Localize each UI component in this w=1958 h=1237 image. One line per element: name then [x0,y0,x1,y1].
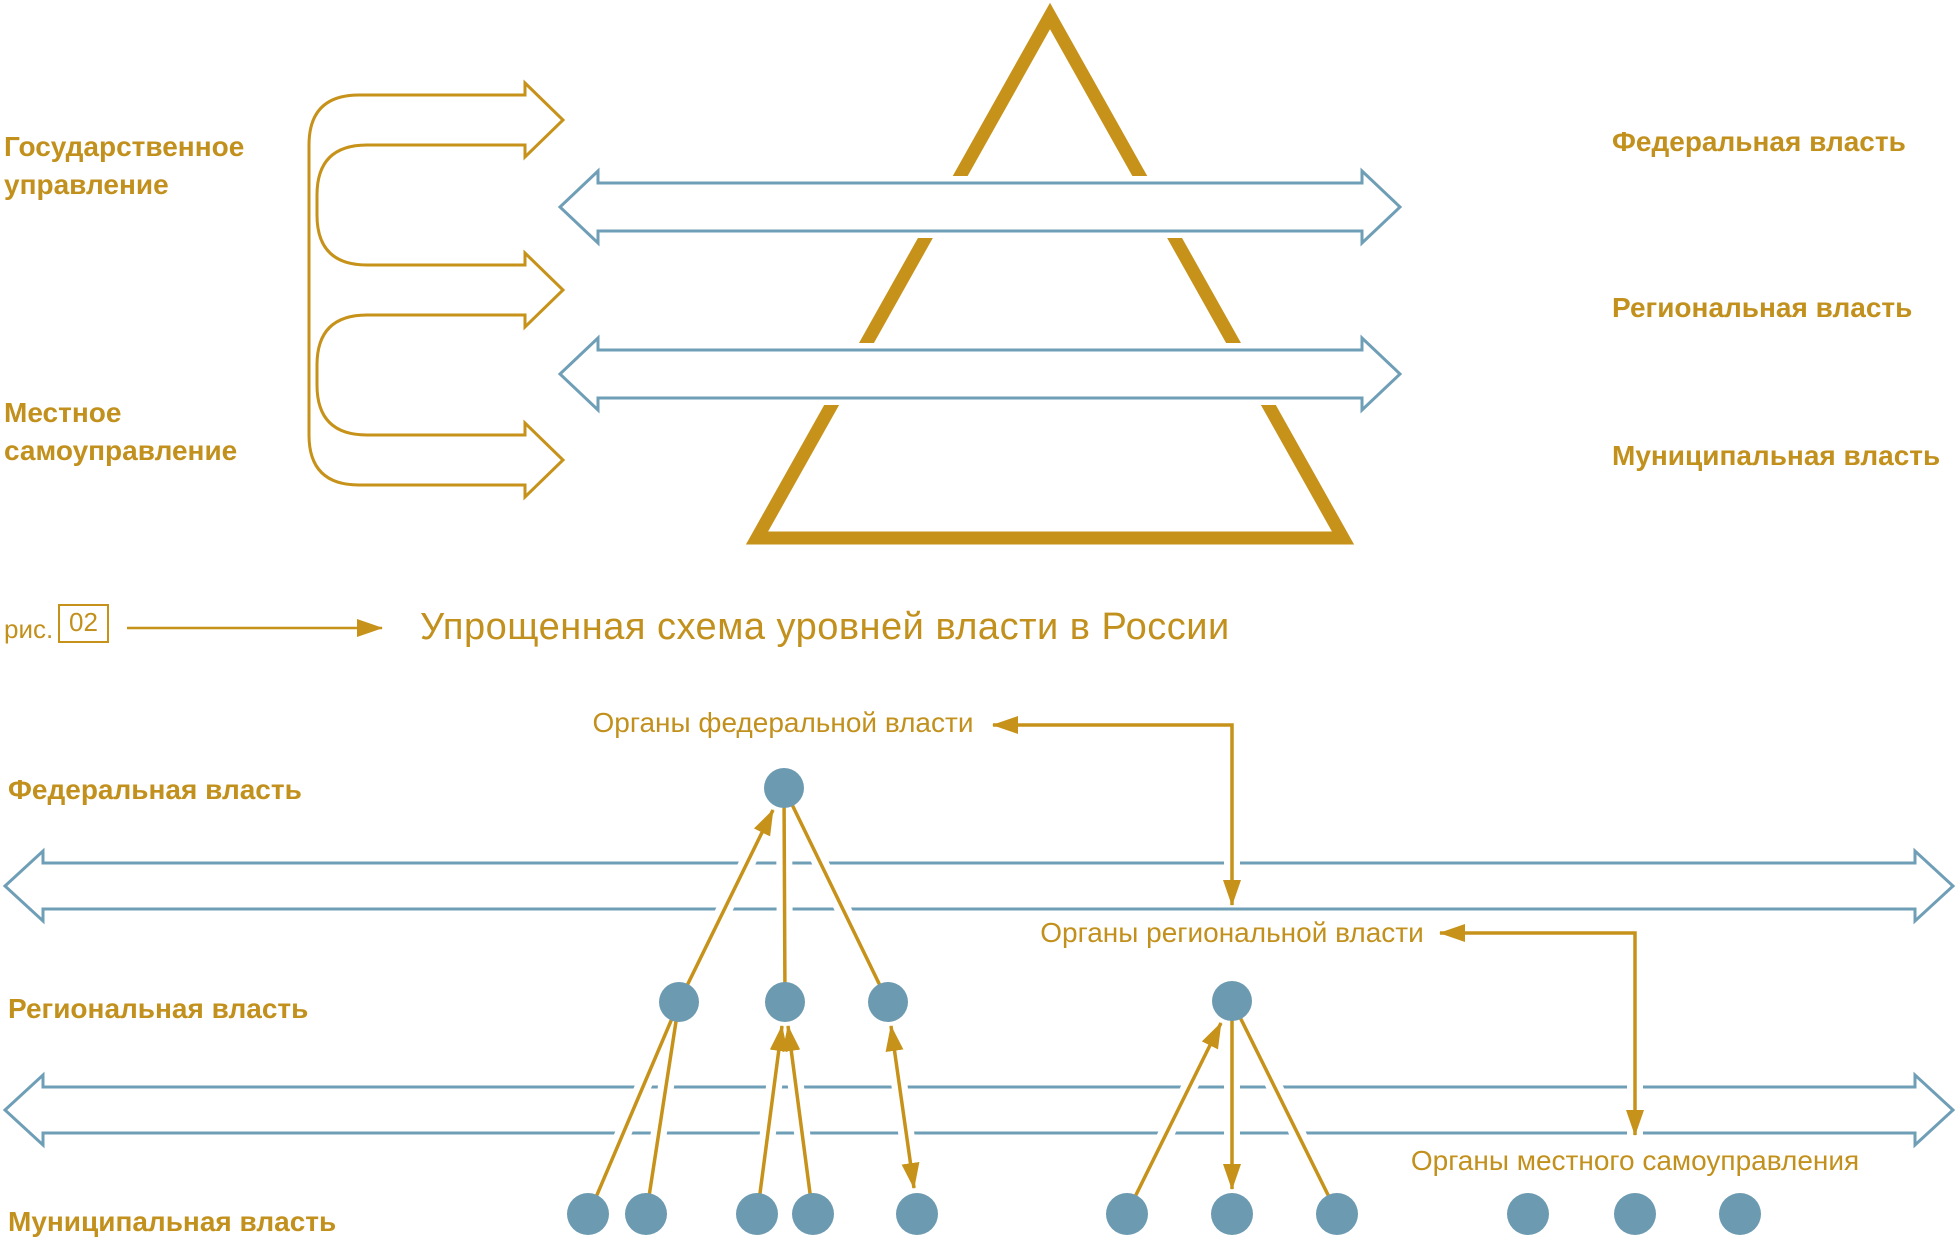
label-local-self-government-line2: самоуправление [4,435,238,466]
node-municipal-6 [1106,1193,1148,1235]
administration-bracket-arrows [307,79,566,501]
figure-title: Упрощенная схема уровней власти в России [420,606,1230,648]
connector-regional-to-municipal-label [1439,924,1644,1136]
node-municipal-3 [736,1193,778,1235]
node-municipal-10 [1614,1193,1656,1235]
annotation-regional-bodies: Органы региональной власти [1040,917,1424,948]
annotation-municipal-bodies: Органы местного самоуправления [1410,1145,1860,1176]
edge-muni4-to-region2 [782,1025,815,1217]
node-regional-2 [765,982,805,1022]
top-exchange-arrow-regional-municipal [553,331,1407,417]
annotation-federal-bodies: Органы федеральной власти [592,707,974,738]
node-municipal-9 [1507,1193,1549,1235]
edge-region3-to-federal [782,787,890,1003]
connector-federal-to-regional-label [992,716,1241,906]
label-local-self-government-line1: Местное [4,397,122,428]
top-exchange-arrow-federal-regional [553,164,1407,250]
edge-muni5-region3-both-ways [885,1025,920,1189]
node-municipal-5 [896,1193,938,1235]
bottom-exchange-arrow-federal-regional [2,847,1956,925]
node-regional-3 [868,982,908,1022]
label-federal-power-top: Федеральная власть [1612,126,1906,157]
edge-region2-to-federal [782,787,787,1003]
node-federal-root [764,768,804,808]
label-state-administration: Государственное управление [4,128,244,204]
label-state-administration-line2: управление [4,169,169,200]
label-federal-power-row: Федеральная власть [8,774,302,805]
node-regional-1 [659,982,699,1022]
tree-nodes [567,768,1761,1235]
node-municipal-11 [1719,1193,1761,1235]
label-municipal-power-row: Муниципальная власть [8,1206,337,1237]
edge-muni1-to-region1 [586,1001,681,1217]
label-state-administration-line1: Государственное [4,131,245,162]
tree-edges [586,716,1644,1217]
label-regional-power-row: Региональная власть [8,993,309,1024]
edge-muni2-to-region1 [644,1001,681,1217]
caption-prefix: рис. [4,614,54,644]
bottom-exchange-arrow-regional-municipal [2,1071,1956,1149]
node-municipal-2 [625,1193,667,1235]
node-municipal-7 [1211,1193,1253,1235]
node-regional-4 [1212,981,1252,1021]
label-municipal-power-top: Муниципальная власть [1612,440,1941,471]
edge-muni3-to-region2 [755,1025,788,1217]
label-local-self-government: Местное самоуправление [4,394,237,470]
node-municipal-4 [792,1193,834,1235]
caption-number: 02 [58,604,109,643]
pyramid-triangle [745,2,1355,545]
node-municipal-1 [567,1193,609,1235]
node-municipal-8 [1316,1193,1358,1235]
label-regional-power-top: Региональная власть [1612,292,1913,323]
tree-edge-casings [580,717,1643,1220]
edge-muni6-to-region4 [1125,1022,1223,1214]
edge-muni8-to-region4 [1230,1000,1339,1214]
edge-region1-to-federal [677,809,775,1003]
